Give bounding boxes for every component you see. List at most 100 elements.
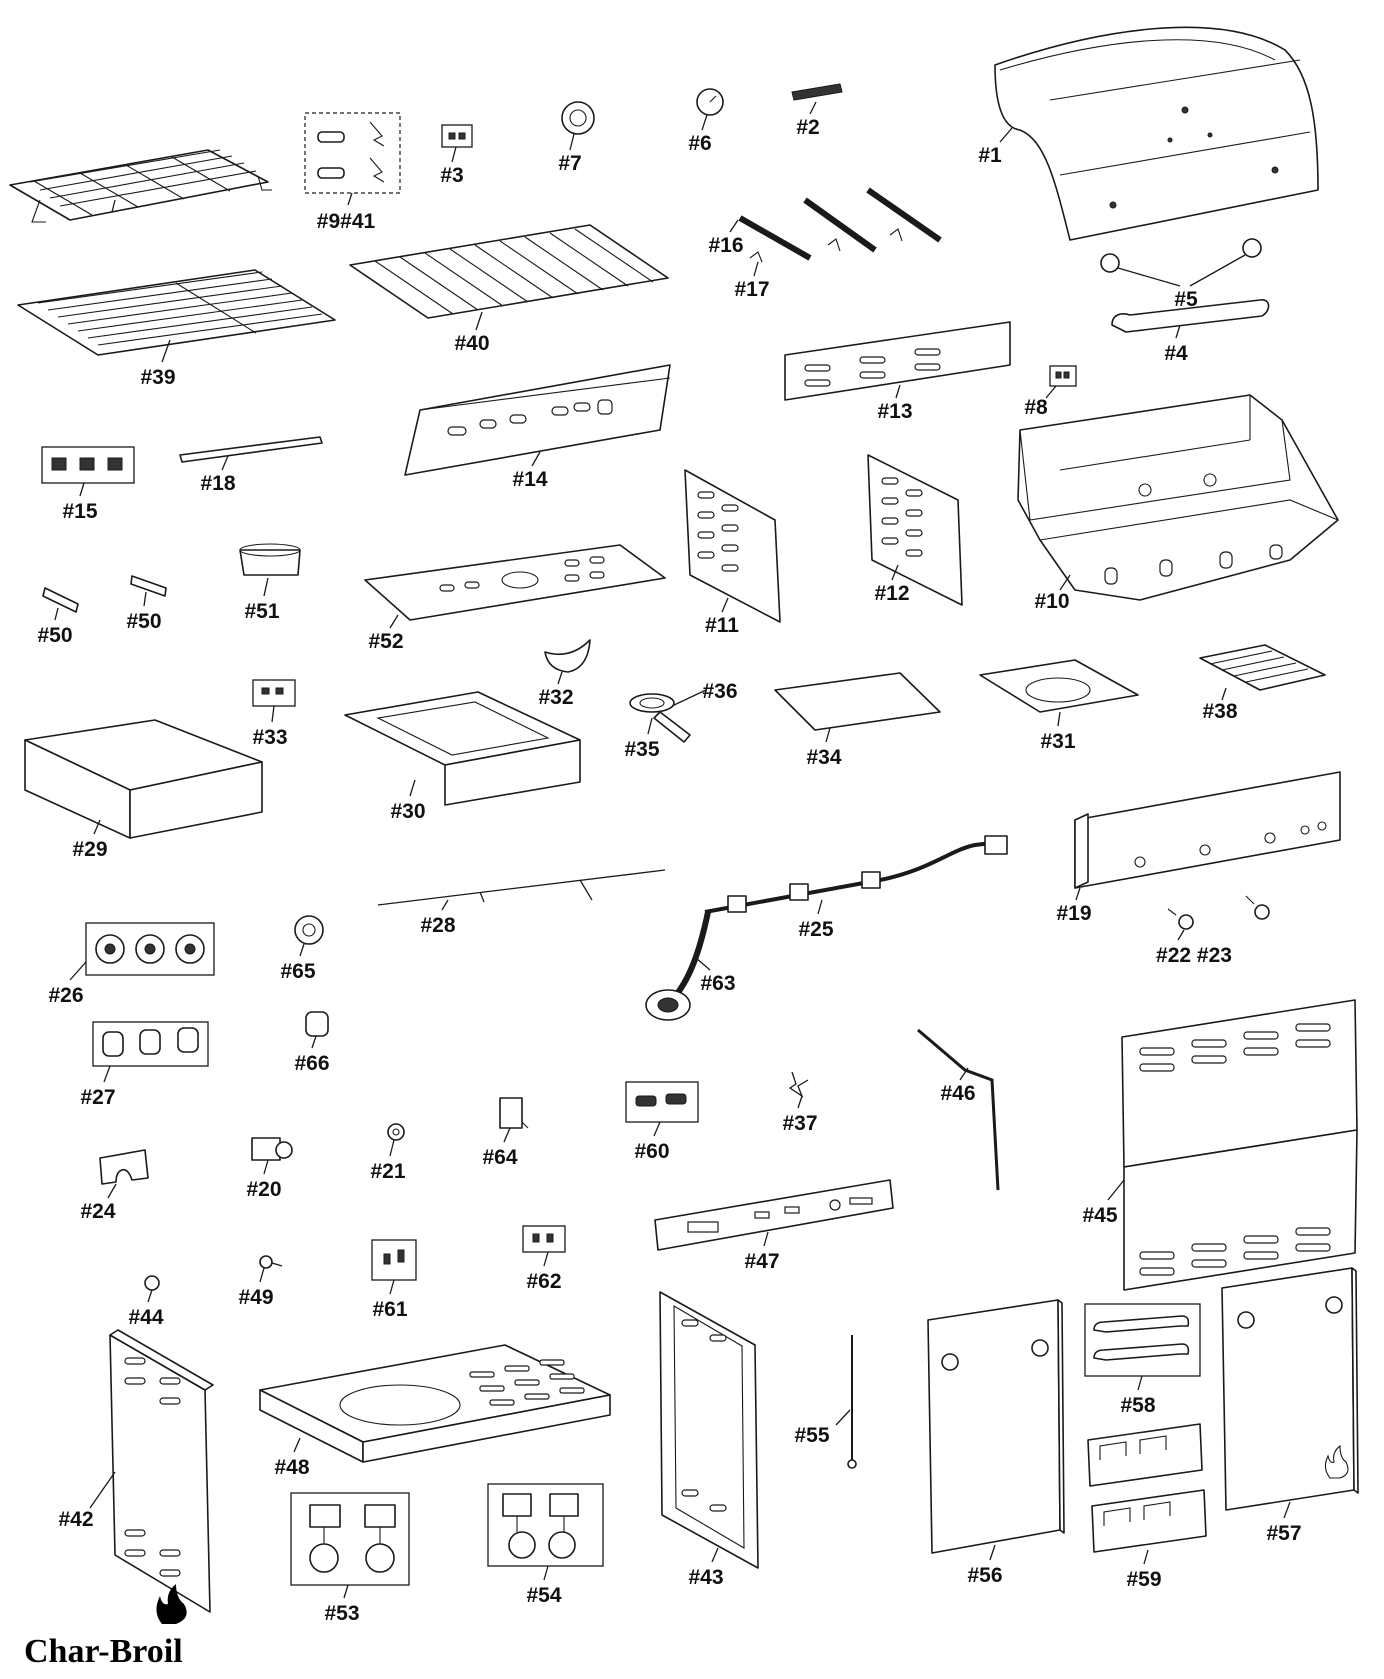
- part-52-grease-tray: [364, 544, 666, 629]
- label-26: #26: [48, 984, 83, 1007]
- part-32-bracket: [544, 639, 591, 685]
- label-51: #51: [244, 600, 279, 623]
- label-61: #61: [372, 1298, 407, 1321]
- part-60-hardware: [625, 1081, 699, 1137]
- part-63-hose-regulator: [645, 911, 711, 1021]
- label-53: #53: [324, 1602, 359, 1625]
- part-18-rail: [179, 436, 323, 471]
- part-50b-bracket: [130, 575, 167, 607]
- part-57-door: [1221, 1267, 1359, 1519]
- label-9-41: #9#41: [317, 210, 376, 233]
- label-38: #38: [1202, 700, 1237, 723]
- label-22-23: #22 #23: [1156, 944, 1232, 967]
- part-54-casters: [487, 1483, 604, 1581]
- part-1-lid: [994, 26, 1319, 241]
- label-44: #44: [128, 1306, 163, 1329]
- label-49: #49: [238, 1286, 273, 1309]
- label-28: #28: [420, 914, 455, 937]
- part-62-hardware: [522, 1225, 566, 1267]
- label-56: #56: [967, 1564, 1002, 1587]
- part-46-tank-bracket: [917, 1028, 1000, 1191]
- part-45-back-panel: [1107, 999, 1358, 1291]
- label-21: #21: [370, 1160, 405, 1183]
- part-26-knobs: [69, 922, 215, 981]
- part-5-bezels: [1100, 238, 1262, 287]
- label-5: #5: [1174, 288, 1198, 311]
- label-15: #15: [62, 500, 97, 523]
- part-39-cooking-grate: [17, 269, 336, 363]
- label-4: #4: [1164, 342, 1188, 365]
- label-45: #45: [1082, 1204, 1117, 1227]
- label-10: #10: [1034, 590, 1069, 613]
- label-52: #52: [368, 630, 403, 653]
- part-24-bracket: [99, 1149, 149, 1199]
- part-2-name-plate: [791, 83, 843, 115]
- part-44-nut: [144, 1275, 160, 1303]
- label-6: #6: [688, 132, 711, 155]
- part-25-manifold: [704, 835, 1008, 915]
- label-11: #11: [705, 614, 739, 637]
- label-60: #60: [634, 1140, 669, 1163]
- part-40-cooking-grate: [349, 224, 669, 331]
- label-62: #62: [526, 1270, 561, 1293]
- part-42-side-panel: [89, 1329, 214, 1613]
- label-36: #36: [702, 680, 737, 703]
- part-64-bracket: [499, 1097, 529, 1143]
- part-7-knob: [561, 101, 595, 151]
- part-55-match-holder: [835, 1335, 857, 1469]
- part-21-nut: [387, 1123, 405, 1157]
- part-15-hardware: [41, 446, 135, 497]
- part-48-bottom-shelf: [259, 1344, 611, 1463]
- part-58-door-handles: [1084, 1303, 1201, 1391]
- part-22-23-igniter-parts: [1167, 895, 1270, 941]
- part-19-control-panel: [1074, 771, 1341, 901]
- label-7: #7: [558, 152, 581, 175]
- brand-wordmark: Char-Broil: [24, 1633, 183, 1670]
- label-33: #33: [252, 726, 287, 749]
- label-29: #29: [72, 838, 107, 861]
- part-38-rack: [1199, 644, 1326, 701]
- char-broil-logo: Char-Broil: [24, 1584, 187, 1670]
- label-64: #64: [482, 1146, 517, 1169]
- label-19: #19: [1056, 902, 1091, 925]
- part-31-burner-bowl: [979, 659, 1139, 727]
- label-30: #30: [390, 800, 425, 823]
- label-54: #54: [526, 1584, 561, 1607]
- label-2: #2: [796, 116, 819, 139]
- part-29-side-shelf: [24, 719, 263, 839]
- part-3-clip: [441, 124, 473, 163]
- label-65: #65: [280, 960, 315, 983]
- label-66: #66: [294, 1052, 329, 1075]
- label-59: #59: [1126, 1568, 1161, 1591]
- part-49-screw: [259, 1255, 283, 1283]
- part-34-side-cover: [774, 672, 941, 743]
- part-13-heat-shield: [784, 321, 1011, 401]
- label-37: #37: [782, 1112, 817, 1135]
- part-47-front-rail: [654, 1179, 894, 1251]
- label-35: #35: [624, 738, 659, 761]
- label-24: #24: [80, 1200, 115, 1223]
- part-6-thermometer: [696, 88, 724, 131]
- label-43: #43: [688, 1566, 723, 1589]
- label-58: #58: [1120, 1394, 1155, 1417]
- label-25: #25: [798, 918, 833, 941]
- hardware-9-41: [304, 112, 401, 206]
- label-18: #18: [200, 472, 235, 495]
- part-17-electrode: [749, 228, 903, 277]
- label-50b: #50: [126, 610, 161, 633]
- part-27-bezels: [92, 1021, 209, 1083]
- label-34: #34: [806, 746, 841, 769]
- label-39: #39: [140, 366, 175, 389]
- part-59-trays: [1087, 1423, 1207, 1565]
- label-50a: #50: [37, 624, 72, 647]
- label-1: #1: [978, 144, 1002, 167]
- label-63: #63: [700, 972, 735, 995]
- part-35-36-side-burner: [629, 689, 707, 743]
- label-42: #42: [58, 1508, 93, 1531]
- part-8-clip: [1045, 365, 1077, 399]
- part-65-knob: [294, 915, 324, 957]
- label-46: #46: [940, 1082, 975, 1105]
- part-37-spring-clip: [788, 1071, 809, 1109]
- label-17: #17: [734, 278, 769, 301]
- part-14-heat-tent: [404, 364, 671, 476]
